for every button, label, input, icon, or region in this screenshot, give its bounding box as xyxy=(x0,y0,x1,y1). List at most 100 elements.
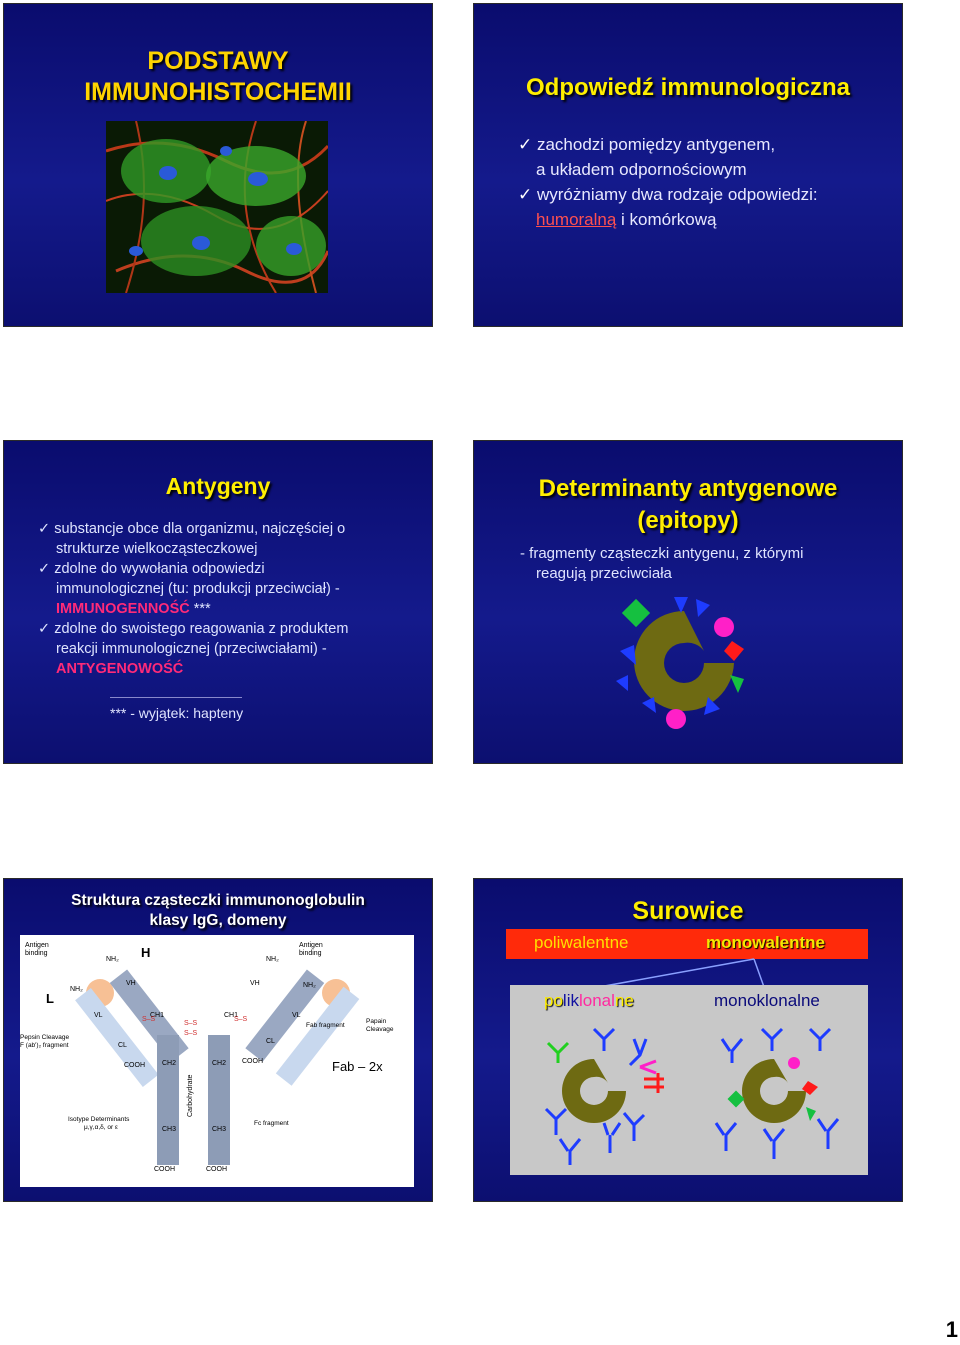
arrows xyxy=(598,958,765,988)
slide-antygeny: Antygeny ✓ substancje obce dla organizmu… xyxy=(4,441,432,763)
polik-part: ne xyxy=(614,991,634,1010)
label-vl: VL xyxy=(94,1012,103,1019)
check-icon: ✓ xyxy=(38,561,55,577)
label-cleavage: Cleavage xyxy=(366,1026,394,1033)
title-line-2: (epitopy) xyxy=(637,507,739,534)
label-cooh-rl: COOH xyxy=(242,1058,263,1065)
check-icon: ✓ xyxy=(38,621,55,637)
page-number: 1 xyxy=(945,1317,958,1342)
label-disulfide-3: S–S xyxy=(142,1016,156,1023)
bullet-1-cont: a układem odpornościowym xyxy=(536,160,747,179)
antigenicity-term: ANTYGENOWOŚĆ xyxy=(56,661,184,677)
label-heavy: H xyxy=(141,945,150,960)
bullet-3: ✓ zdolne do swoistego reagowania z produ… xyxy=(38,619,348,639)
humoral-text: humoralną xyxy=(536,210,617,229)
label-poliklonalne: poliklonalne xyxy=(544,991,634,1011)
bullet-1: ✓ zachodzi pomiędzy antygenem, xyxy=(518,132,818,157)
title-line-1: Struktura cząsteczki immunonoglobulin xyxy=(71,892,365,909)
label-antigen-binding: Antigen xyxy=(25,942,49,949)
title-line-2: klasy IgG, domeny xyxy=(149,912,287,929)
bullet-text: substancje obce dla organizmu, najczęści… xyxy=(54,521,346,537)
label-monowalentne: monowalentne xyxy=(706,933,826,952)
bullet-text: zdolne do swoistego reagowania z produkt… xyxy=(54,621,349,637)
label-poliwalentne: poliwalentne xyxy=(534,933,629,952)
label-ch3: CH3 xyxy=(162,1126,176,1133)
bullet-2: ✓ wyróżniamy dwa rodzaje odpowiedzi: xyxy=(518,182,818,207)
label-ch1-r: CH1 xyxy=(224,1012,238,1019)
label-cooh: COOH xyxy=(154,1166,175,1173)
polik-part: k xyxy=(570,991,579,1010)
label-fab2: F (ab')₂ fragment xyxy=(20,1042,69,1049)
label-light: L xyxy=(46,991,54,1006)
slide-struktura: Struktura cząsteczki immunonoglobulin kl… xyxy=(4,879,432,1201)
bullet-text: IMMUNOGENNOŚĆ *** xyxy=(38,599,348,619)
check-icon: ✓ xyxy=(518,185,537,204)
label-binding: binding xyxy=(25,950,48,957)
bullet-text: reakcji immunologicznej (przeciwciałami)… xyxy=(56,641,327,657)
bullet-text: wyróżniamy dwa rodzaje odpowiedzi: xyxy=(536,185,818,204)
slide-title: Odpowiedź immunologiczna xyxy=(526,74,850,101)
label-pepsin: Pepsin Cleavage xyxy=(20,1034,70,1041)
label-ch2: CH2 xyxy=(162,1060,176,1067)
igg-structure-diagram: Antigen binding Antigen binding H L NH₂ … xyxy=(20,935,414,1187)
label-disulfide-4: S–S xyxy=(234,1016,248,1023)
slide-title: Surowice xyxy=(632,897,744,925)
polik-part: lonal xyxy=(578,991,615,1010)
label-fab-2x: Fab – 2x xyxy=(332,1059,383,1074)
label-isotype-classes: μ,γ,α,δ, or ε xyxy=(84,1124,118,1131)
slide-title: Antygeny xyxy=(165,473,271,499)
label-carbohydrate: Carbohydrate xyxy=(187,1074,194,1117)
bullet-text: immunologicznej (tu: produkcji przeciwci… xyxy=(56,581,340,597)
label-ch2-r: CH2 xyxy=(212,1060,226,1067)
label-papain: Papain xyxy=(366,1018,387,1025)
slide-title: PODSTAWY IMMUNOHISTOCHEMII xyxy=(4,46,432,108)
label-nh2-r: NH₂ xyxy=(266,956,279,963)
bullet-2-cont: humoralną i komórkową xyxy=(518,207,818,232)
slide-surowice: Surowice poliwalentne monowalentne polik… xyxy=(474,879,902,1201)
label-cooh-l: COOH xyxy=(124,1062,145,1069)
title-line-1: PODSTAWY xyxy=(147,47,289,75)
cellular-text: i komórkową xyxy=(616,210,717,229)
label-vl-r: VL xyxy=(292,1012,301,1019)
label-antigen-binding-right: Antigen xyxy=(299,942,323,949)
polyclonal-diagram xyxy=(544,1027,664,1165)
label-ch1: CH1 xyxy=(150,1012,164,1019)
serum-type-bar xyxy=(506,929,868,959)
bullet-text: strukturze wielkocząsteczkowej xyxy=(56,541,258,557)
body-line-2: reagują przeciwciała xyxy=(536,565,672,582)
slide-title: Struktura cząsteczki immunonoglobulin kl… xyxy=(4,891,432,931)
polik-part: po xyxy=(544,991,563,1010)
bullet-list: ✓ substancje obce dla organizmu, najczęś… xyxy=(38,519,348,679)
body-line-1: - fragmenty cząsteczki antygenu, z który… xyxy=(520,545,804,562)
body-text: - fragmenty cząsteczki antygenu, z który… xyxy=(520,544,803,584)
immunogenicity-term: IMMUNOGENNOŚĆ xyxy=(56,601,190,617)
footnote-divider xyxy=(110,697,242,698)
label-disulfide: S–S xyxy=(184,1020,198,1027)
polik-part: li xyxy=(562,991,571,1010)
label-nh2-l: NH₂ xyxy=(70,986,83,993)
label-cl: CL xyxy=(118,1042,127,1049)
label-vh: VH xyxy=(126,980,136,987)
bullet-2: ✓ zdolne do wywołania odpowiedzi xyxy=(38,559,348,579)
asterisks: *** xyxy=(189,601,211,617)
label-cooh-r: COOH xyxy=(206,1166,227,1173)
title-line-2: IMMUNOHISTOCHEMII xyxy=(84,78,352,106)
bullet-1: ✓ substancje obce dla organizmu, najczęś… xyxy=(38,519,348,539)
cell-micrograph xyxy=(106,121,328,293)
bullet-text: zachodzi pomiędzy antygenem, xyxy=(536,135,776,154)
slide-title: Determinanty antygenowe (epitopy) xyxy=(474,473,902,537)
slide-determinanty: Determinanty antygenowe (epitopy) - frag… xyxy=(474,441,902,763)
label-vh-r: VH xyxy=(250,980,260,987)
bullet-list: ✓ zachodzi pomiędzy antygenem, a układem… xyxy=(518,132,818,232)
label-disulfide-2: S–S xyxy=(184,1030,198,1037)
label-monoklonalne: monoklonalne xyxy=(714,991,820,1010)
label-nh2-r2: NH₂ xyxy=(303,982,316,989)
slide-podstawy: PODSTAWY IMMUNOHISTOCHEMII xyxy=(4,4,432,326)
title-line-1: Determinanty antygenowe xyxy=(538,475,838,502)
label-fc: Fc fragment xyxy=(254,1120,289,1127)
label-binding-right: binding xyxy=(299,950,322,957)
label-isotype: Isotype Determinants xyxy=(68,1116,130,1123)
antigen-epitope-diagram xyxy=(616,597,744,729)
check-icon: ✓ xyxy=(38,521,55,537)
bullet-text: zdolne do wywołania odpowiedzi xyxy=(54,561,265,577)
